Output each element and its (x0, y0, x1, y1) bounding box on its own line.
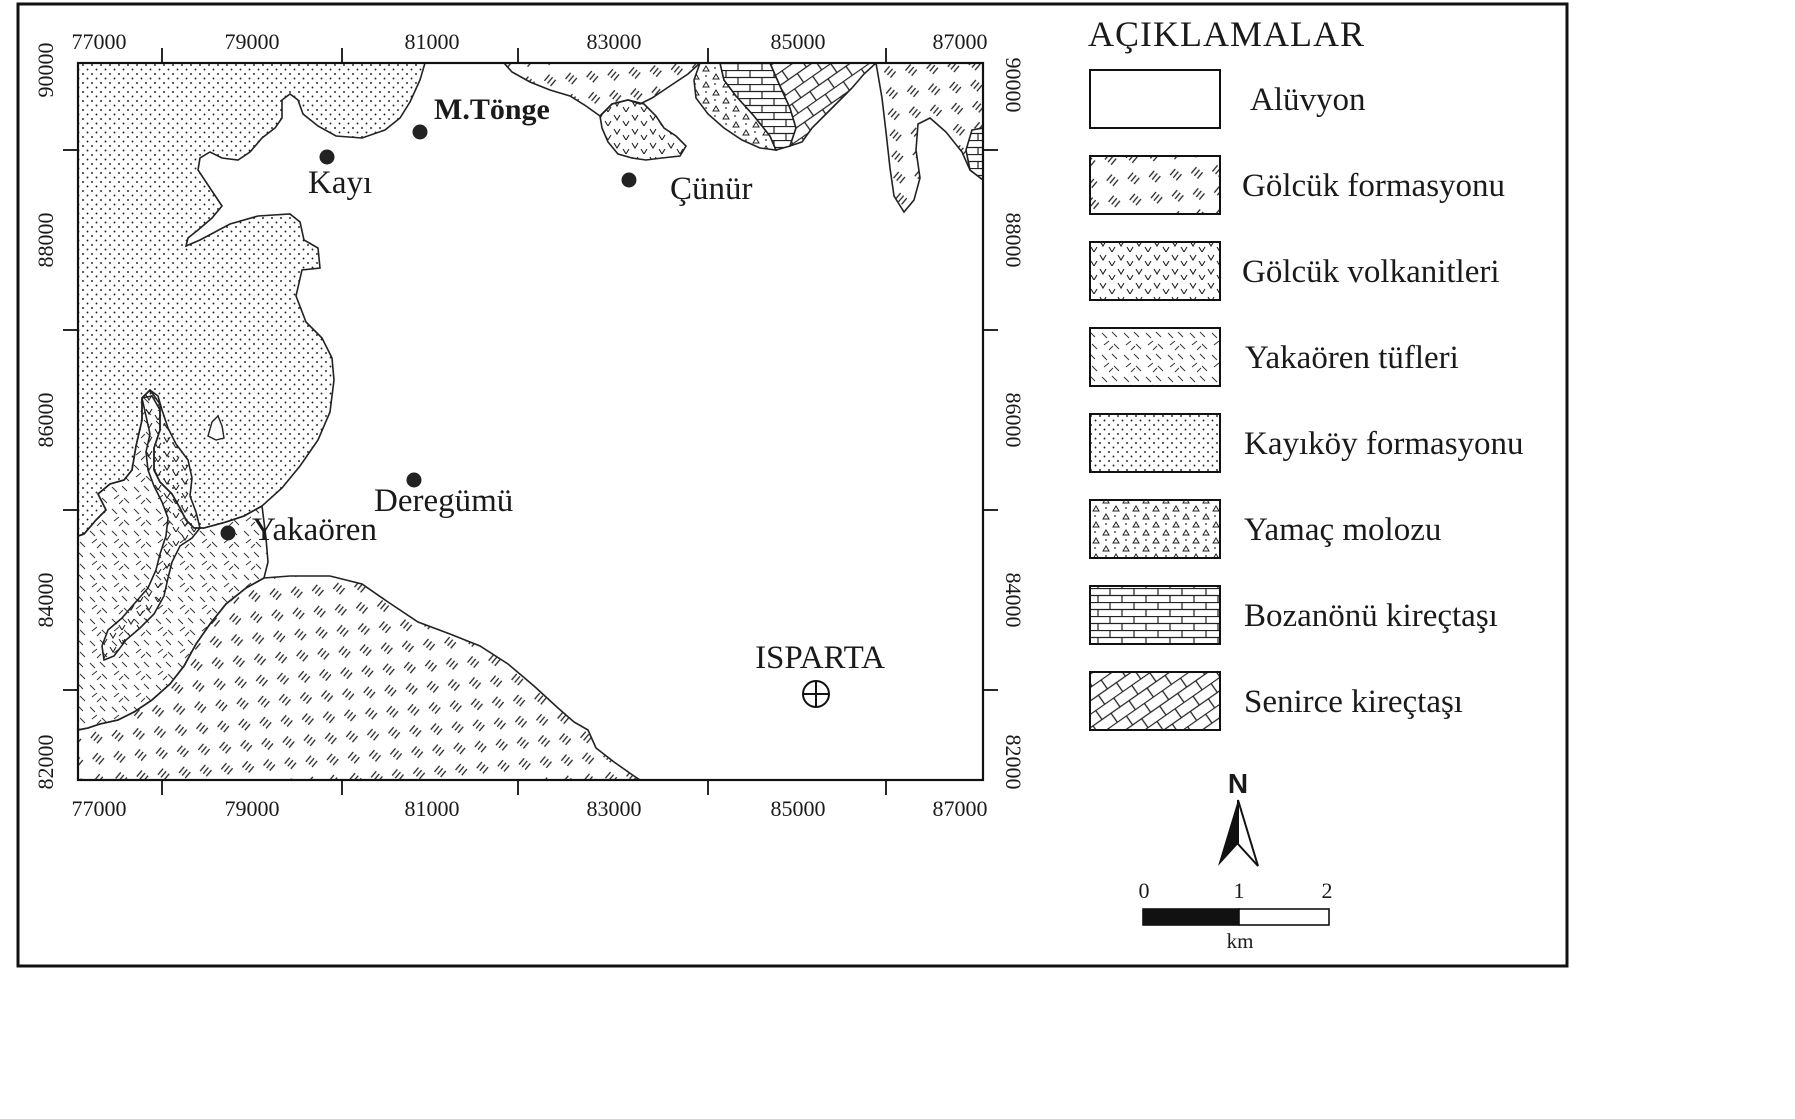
x-tick-bottom-1: 77000 (72, 796, 127, 821)
legend-label-yakaoren-tufleri: Yakaören tüfleri (1245, 340, 1459, 376)
cunur-marker (621, 172, 637, 188)
y-tick-right-1: 90000 (1001, 58, 1026, 113)
x-tick-top-6: 87000 (933, 29, 988, 54)
kayi-label: Kayı (308, 165, 372, 201)
x-tick-top-2: 79000 (225, 29, 280, 54)
legend-label-golcuk-formasyonu: Gölcük formasyonu (1242, 168, 1505, 204)
tonge-marker (412, 124, 428, 140)
y-tick-right-5: 82000 (1001, 735, 1026, 790)
y-tick-right-2: 88000 (1001, 213, 1026, 268)
map-panel: 77000 79000 81000 83000 85000 87000 7700… (33, 29, 1026, 821)
scale-tick-1: 1 (1234, 878, 1245, 903)
legend-label-aluvyon: Alüvyon (1250, 82, 1366, 118)
golcuk-formasyonu-north-area (502, 63, 702, 118)
scale-tick-2: 2 (1322, 878, 1333, 903)
scale-bar: 0 1 2 km (1139, 878, 1333, 953)
legend-label-senirce-kirectasi: Senirce kireçtaşı (1244, 684, 1463, 720)
y-tick-left-3: 86000 (33, 393, 58, 448)
legend-swatch-aluvyon (1089, 69, 1221, 129)
isparta-label: ISPARTA (755, 640, 885, 676)
senirce-kirectasi-area (769, 63, 878, 148)
y-tick-right-4: 84000 (1001, 573, 1026, 628)
yakaoren-marker (220, 525, 236, 541)
legend-label-golcuk-volkanitleri: Gölcük volkanitleri (1242, 254, 1500, 290)
legend-swatch-yamac-molozu (1089, 499, 1221, 559)
legend-label-bozanonu-kirectasi: Bozanönü kireçtaşı (1244, 598, 1498, 634)
x-tick-bottom-4: 83000 (587, 796, 642, 821)
legend-swatch-senirce-kirectasi (1089, 671, 1221, 731)
deregumu-marker (406, 472, 422, 488)
x-tick-bottom-3: 81000 (405, 796, 460, 821)
tonge-label: M.Tönge (434, 93, 550, 126)
bozanonu-kirectasi-east-area (965, 127, 983, 182)
y-tick-left-2: 88000 (33, 213, 58, 268)
golcuk-volkanitleri-area (101, 388, 201, 662)
y-tick-left-1: 90000 (33, 43, 58, 98)
x-tick-top-5: 85000 (771, 29, 826, 54)
kayikoy-island-outline (207, 414, 225, 441)
kayi-marker (319, 149, 335, 165)
legend-swatch-golcuk-volkanitleri (1089, 241, 1221, 301)
x-tick-bottom-6: 87000 (933, 796, 988, 821)
cunur-label: Çünür (670, 171, 753, 207)
x-tick-bottom-5: 85000 (771, 796, 826, 821)
deregumu-label: Deregümü (374, 483, 513, 519)
x-tick-top-1: 77000 (72, 29, 127, 54)
north-label: N (1228, 768, 1248, 799)
map-frame (76, 61, 985, 782)
legend-swatch-golcuk-formasyonu (1089, 155, 1221, 215)
y-tick-left-4: 84000 (33, 573, 58, 628)
legend-label-kayikoy-formasyonu: Kayıköy formasyonu (1244, 426, 1524, 462)
legend-swatch-bozanonu-kirectasi (1089, 585, 1221, 645)
x-tick-top-4: 83000 (587, 29, 642, 54)
x-tick-top-3: 81000 (405, 29, 460, 54)
legend-swatch-yakaoren-tufleri (1089, 327, 1221, 387)
map-tick-marks (63, 48, 998, 795)
north-arrow-icon: N (1218, 768, 1259, 867)
figure-border (16, 2, 1569, 968)
y-tick-right-3: 86000 (1001, 393, 1026, 448)
city-center-icon (802, 680, 830, 708)
legend: AÇIKLAMALAR Alüvyon Gölcük formasyonu Gö… (1088, 14, 1524, 731)
scale-unit: km (1227, 929, 1254, 953)
yakaoren-label: Yakaören (252, 512, 377, 548)
golcuk-formasyonu-south-area (78, 575, 642, 780)
legend-title: AÇIKLAMALAR (1088, 14, 1365, 54)
x-tick-bottom-2: 79000 (225, 796, 280, 821)
scale-tick-0: 0 (1139, 878, 1150, 903)
legend-swatch-kayikoy-formasyonu (1089, 413, 1221, 473)
y-tick-left-5: 82000 (33, 735, 58, 790)
legend-label-yamac-molozu: Yamaç molozu (1244, 512, 1441, 548)
